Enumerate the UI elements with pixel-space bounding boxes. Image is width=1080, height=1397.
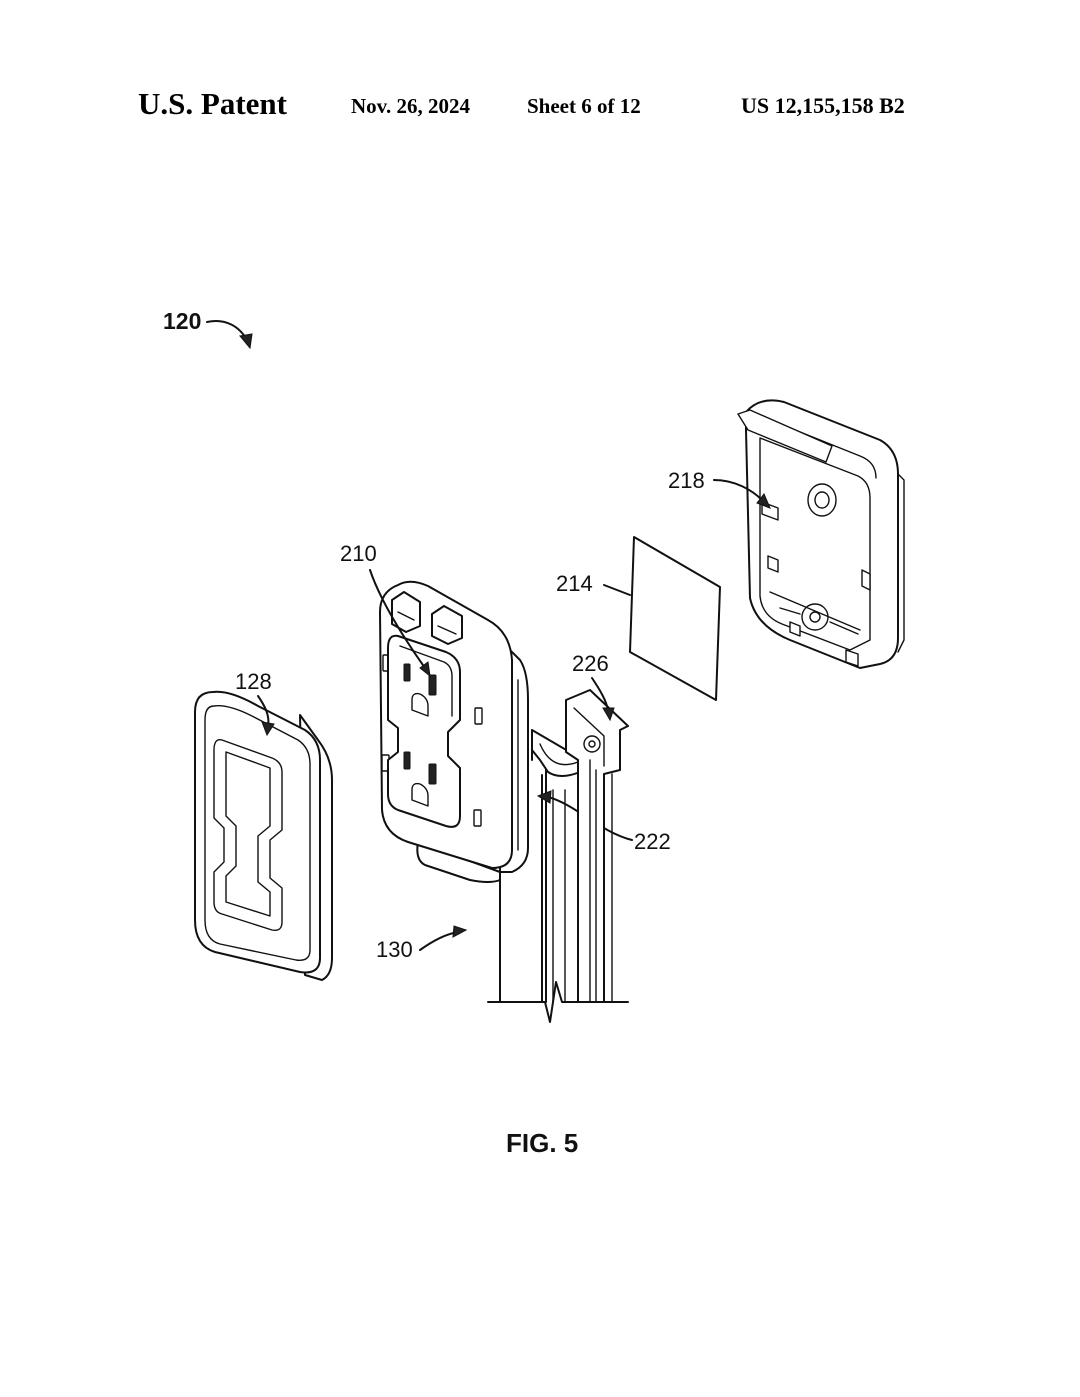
ref-label-210: 210 [340,541,377,566]
back-housing-218 [737,399,905,669]
leader-arrow-218 [713,479,771,509]
patent-number: US 12,155,158 B2 [741,93,905,118]
ref-label-226: 226 [572,651,609,676]
post-130 [487,774,629,1023]
sheet-number: Sheet 6 of 12 [527,94,641,118]
ref-label-120: 120 [163,308,201,334]
ref-label-222: 222 [634,829,671,854]
ref-label-128: 128 [235,669,272,694]
leader-arrow-130 [419,925,468,951]
leader-arrow-120 [206,320,253,350]
ref-label-214: 214 [556,571,593,596]
leader-line-210 [369,569,431,678]
ref-label-218: 218 [668,468,705,493]
patent-date: Nov. 26, 2024 [351,94,471,118]
insert-card-214 [629,536,721,701]
ref-label-130: 130 [376,937,413,962]
figure-label: FIG. 5 [506,1128,578,1158]
bracket-222 [531,729,581,1003]
leader-arrow-128 [257,695,275,737]
cover-plate-128 [194,690,333,981]
leader-arrow-226 [591,677,615,722]
leader-line-214 [603,584,631,596]
clip-226 [565,689,629,1003]
patent-title: U.S. Patent [138,86,287,121]
receptacle-210 [379,580,529,883]
